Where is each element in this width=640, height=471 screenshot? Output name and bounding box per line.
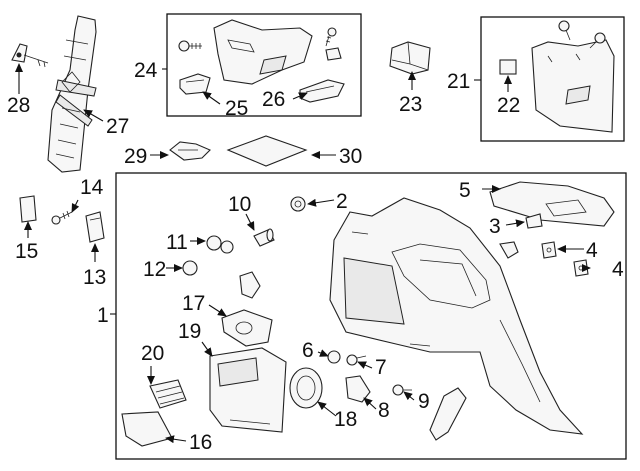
- callout-28: 28: [7, 94, 30, 117]
- cover-part-16: [121, 411, 173, 447]
- callout-30: 30: [339, 145, 362, 168]
- push-pin-part-2: [290, 196, 306, 212]
- bolt-part-21b: [589, 32, 606, 49]
- callout-26: 26: [262, 88, 285, 111]
- callout-3: 3: [489, 215, 501, 238]
- bezel-part-17: [221, 309, 273, 347]
- group-box-24: [166, 13, 362, 117]
- callout-24: 24: [134, 59, 158, 82]
- callout-14: 14: [80, 176, 104, 199]
- clip-part-small: [499, 241, 519, 259]
- quarter-panel-part-1: [329, 197, 584, 435]
- key-part-28: [11, 43, 49, 68]
- clip-part-22: [499, 59, 517, 75]
- callout-2: 2: [336, 190, 348, 213]
- cap-part-13: [85, 211, 105, 243]
- callout-20: 20: [141, 342, 164, 365]
- callout-10: 10: [228, 193, 251, 216]
- callout-labels: 28 27 24 25 26 23 21 22 29 30 15 14 13 1…: [7, 59, 624, 454]
- callout-23: 23: [399, 93, 422, 116]
- group-box-1: [115, 172, 627, 460]
- clip-part-3: [525, 213, 543, 229]
- pad-part-30: [226, 135, 308, 167]
- bracket-part-17: [239, 271, 261, 299]
- callout-27: 27: [106, 115, 129, 138]
- strip-part-lower: [429, 387, 467, 441]
- jack-part-27: [47, 15, 97, 173]
- callout-29: 29: [124, 145, 147, 168]
- cover-panel-part-19: [209, 347, 287, 433]
- callout-16: 16: [189, 431, 212, 454]
- cylinder-part-10: [253, 228, 275, 247]
- screw-part-9: [392, 384, 412, 396]
- bolt-part-small-24: [325, 27, 337, 47]
- leader-lines: [15, 63, 591, 444]
- callout-18: 18: [334, 408, 357, 431]
- plug-part-6: [327, 350, 341, 364]
- callout-6: 6: [302, 339, 314, 362]
- callout-19: 19: [178, 320, 201, 343]
- callout-4a: 4: [586, 239, 598, 262]
- callout-12: 12: [143, 258, 166, 281]
- speaker-ring-part-18: [289, 367, 323, 409]
- callout-21: 21: [447, 70, 470, 93]
- clip-part-24: [325, 47, 342, 61]
- panel-part-24: [213, 19, 313, 85]
- callout-25: 25: [225, 97, 248, 120]
- bolt-part-24: [178, 40, 202, 52]
- callout-8: 8: [378, 399, 390, 422]
- callout-17: 17: [182, 292, 205, 315]
- trim-part-5: [489, 181, 615, 227]
- screw-part-14: [51, 210, 73, 225]
- bracket-part-8: [345, 375, 371, 403]
- panel-part-21: [531, 39, 615, 133]
- group-box-21: [480, 16, 625, 142]
- vent-part-20: [149, 379, 187, 409]
- handle-part-25: [179, 73, 211, 95]
- clip-part-29: [169, 141, 211, 161]
- screw-part-7: [346, 354, 367, 366]
- clip-part-15: [19, 195, 37, 223]
- bolt-part-21a: [558, 20, 571, 41]
- cap-part-12: [182, 260, 198, 276]
- callout-9: 9: [418, 390, 430, 413]
- callout-1: 1: [97, 304, 109, 327]
- callout-7: 7: [375, 356, 387, 379]
- callout-13: 13: [83, 266, 106, 289]
- nut-part-4a: [541, 241, 557, 259]
- callout-4b: 4: [612, 258, 624, 281]
- callout-15: 15: [15, 240, 38, 263]
- callout-5: 5: [459, 179, 471, 202]
- callout-22: 22: [497, 94, 520, 117]
- callout-11: 11: [166, 231, 188, 254]
- block-part-23: [389, 41, 431, 75]
- cap-part-11: [206, 235, 234, 254]
- handle-part-26: [299, 79, 345, 103]
